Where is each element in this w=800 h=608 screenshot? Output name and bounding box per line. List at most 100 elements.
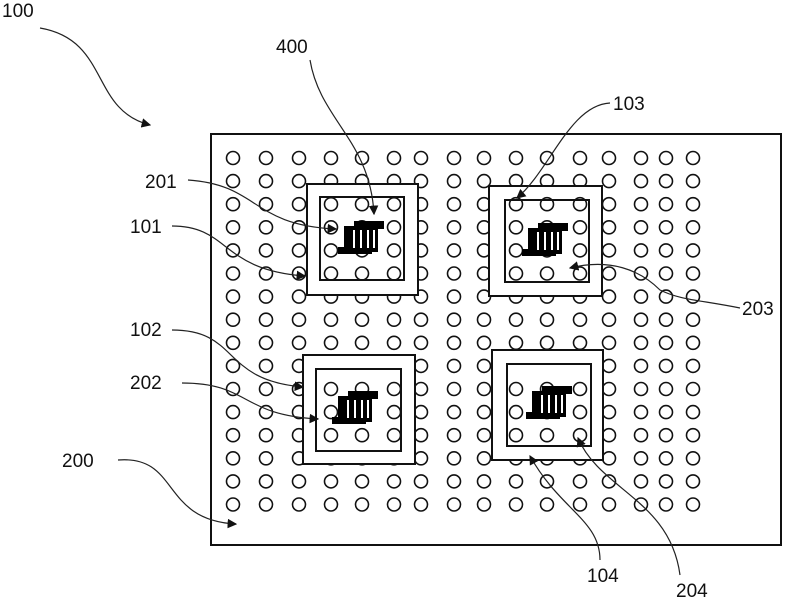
via-circle: [446, 289, 462, 304]
via-circle: [446, 381, 462, 397]
via-circle: [476, 427, 492, 443]
via-circle: [685, 381, 701, 397]
via-circle: [685, 497, 701, 512]
via-circle: [225, 289, 241, 304]
via-circle: [225, 474, 241, 489]
via-circle: [323, 150, 339, 166]
via-circle: [658, 450, 674, 466]
via-circle: [633, 220, 649, 235]
via-circle: [685, 450, 701, 466]
via-circle: [446, 243, 462, 258]
via-circle: [633, 474, 649, 489]
via-circle: [476, 474, 492, 489]
leader-lines: [39, 27, 741, 576]
via-circle: [658, 474, 674, 489]
via-circle: [354, 312, 370, 328]
via-circle: [386, 474, 402, 489]
via-circle: [291, 243, 307, 258]
via-circle: [658, 150, 674, 166]
via-circle: [225, 358, 241, 374]
via-circle: [323, 335, 339, 351]
via-circle: [323, 243, 339, 258]
via-circle: [601, 312, 617, 328]
via-circle: [539, 497, 555, 512]
via-circle: [658, 196, 674, 212]
via-circle: [601, 358, 617, 374]
via-circle: [539, 266, 555, 281]
via-circle: [476, 381, 492, 397]
via-circle: [633, 150, 649, 166]
via-circle: [413, 150, 429, 166]
via-circle: [572, 427, 588, 443]
via-circle: [413, 381, 429, 397]
via-circle: [572, 497, 588, 512]
via-circle: [572, 381, 588, 397]
via-circle: [572, 220, 588, 235]
via-circle: [225, 335, 241, 351]
via-circle: [601, 381, 617, 397]
via-circle: [476, 335, 492, 351]
via-circle: [386, 497, 402, 512]
label-201: 201: [145, 172, 177, 193]
via-circle: [539, 335, 555, 351]
via-circle: [601, 266, 617, 281]
inner-frame: [504, 199, 590, 283]
via-circle: [354, 474, 370, 489]
via-circle: [386, 243, 402, 258]
via-circle: [225, 381, 241, 397]
module-103: [488, 185, 603, 297]
via-circle: [508, 220, 524, 235]
via-circle: [633, 335, 649, 351]
via-circle: [258, 150, 274, 166]
via-circle: [658, 404, 674, 420]
via-circle: [476, 450, 492, 466]
via-circle: [476, 173, 492, 189]
via-circle: [476, 497, 492, 512]
via-circle: [633, 381, 649, 397]
via-circle: [658, 220, 674, 235]
via-circle: [601, 173, 617, 189]
via-circle: [258, 220, 274, 235]
module-104: [491, 349, 604, 461]
inner-frame: [319, 196, 405, 281]
via-circle: [386, 150, 402, 166]
via-circle: [291, 474, 307, 489]
via-circle: [508, 404, 524, 420]
via-circle: [225, 450, 241, 466]
via-circle: [446, 220, 462, 235]
via-circle: [354, 497, 370, 512]
via-circle: [413, 450, 429, 466]
via-circle: [601, 220, 617, 235]
inner-frame: [506, 363, 592, 447]
via-circle: [258, 497, 274, 512]
via-circle: [323, 474, 339, 489]
via-circle: [323, 266, 339, 281]
via-circle: [446, 173, 462, 189]
via-circle: [633, 404, 649, 420]
via-circle: [225, 266, 241, 281]
via-circle: [685, 173, 701, 189]
via-circle: [446, 474, 462, 489]
via-circle: [633, 427, 649, 443]
label-101: 101: [130, 217, 162, 238]
via-circle: [386, 404, 402, 420]
via-circle: [633, 450, 649, 466]
via-circle: [386, 266, 402, 281]
via-circle: [258, 450, 274, 466]
via-circle: [291, 173, 307, 189]
via-circle: [291, 497, 307, 512]
module-102: [302, 354, 416, 465]
via-circle: [323, 220, 339, 235]
via-circle: [601, 196, 617, 212]
via-circle: [658, 335, 674, 351]
via-circle: [658, 312, 674, 328]
via-circle: [633, 289, 649, 304]
label-103: 103: [613, 94, 645, 115]
via-circle: [291, 196, 307, 212]
module-101: [306, 183, 419, 296]
via-circle: [323, 427, 339, 443]
via-circle: [685, 358, 701, 374]
via-circle: [476, 150, 492, 166]
via-circle: [413, 427, 429, 443]
via-circle: [258, 312, 274, 328]
